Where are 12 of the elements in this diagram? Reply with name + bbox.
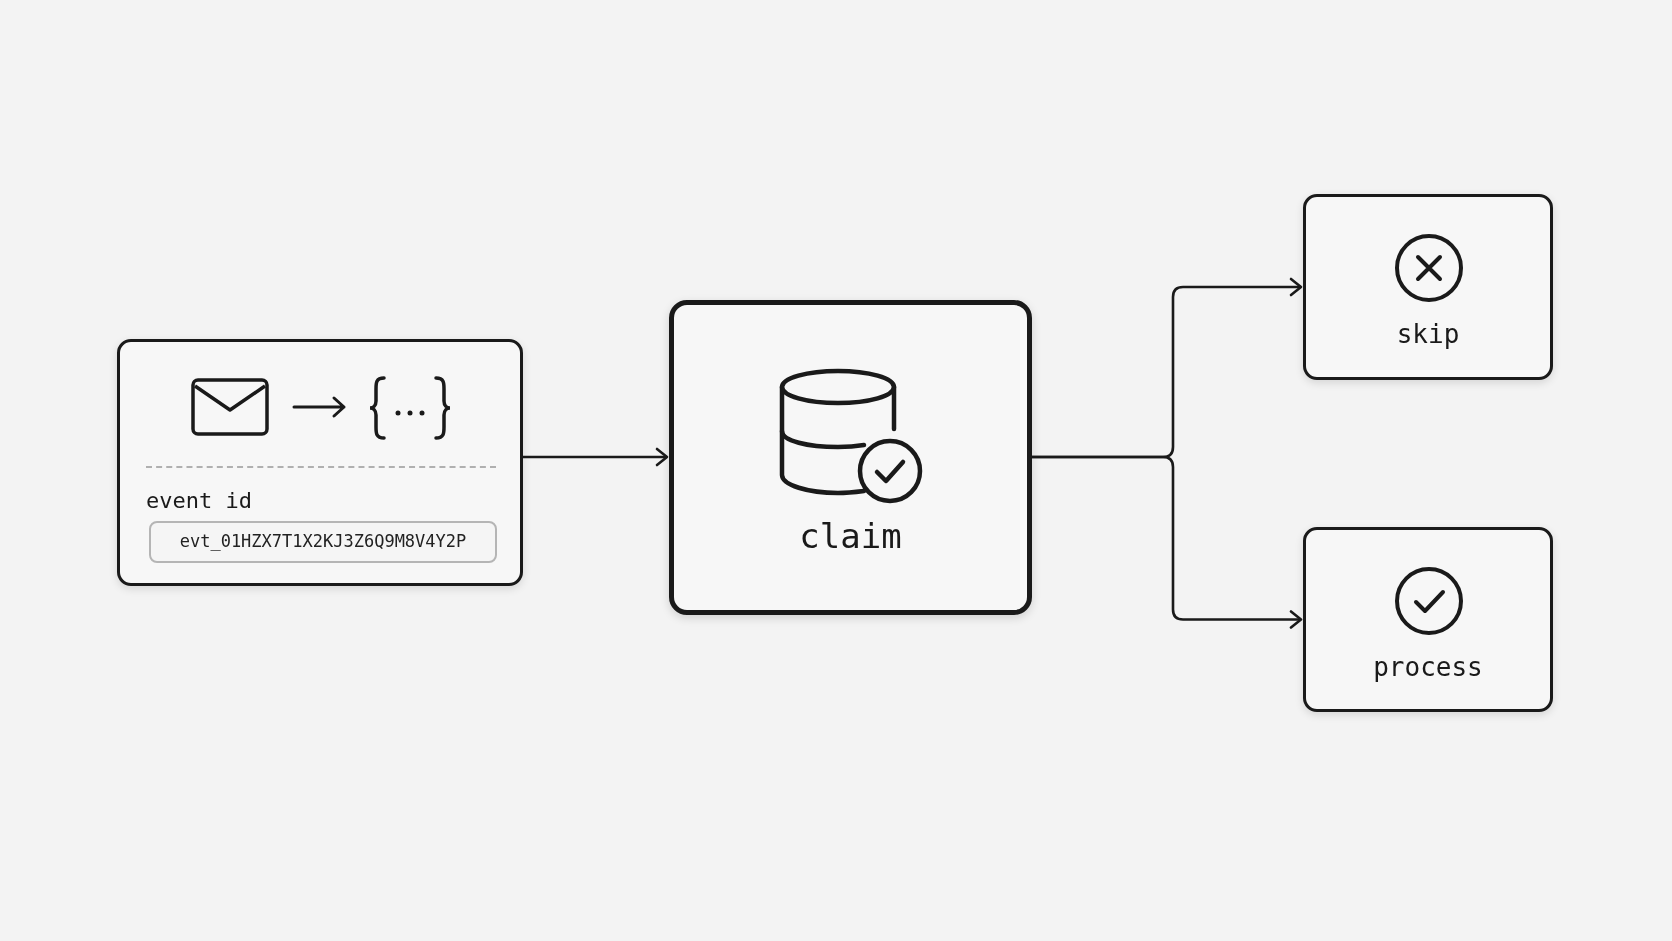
outcome-box	[1303, 194, 1553, 380]
event-card	[117, 339, 523, 586]
arrow	[1032, 455, 1303, 629]
event-id-value: evt_01HZX7T1X2KJ3Z6Q9M8V4Y2P	[179, 530, 467, 554]
node-label: process	[1372, 651, 1484, 684]
outcome-box	[1303, 527, 1553, 712]
id-field	[149, 521, 497, 563]
arrow	[523, 447, 669, 467]
process-box	[669, 300, 1032, 615]
field-label: event id	[146, 487, 252, 515]
node-label: skip	[1395, 318, 1461, 351]
node-label: claim	[798, 515, 903, 558]
